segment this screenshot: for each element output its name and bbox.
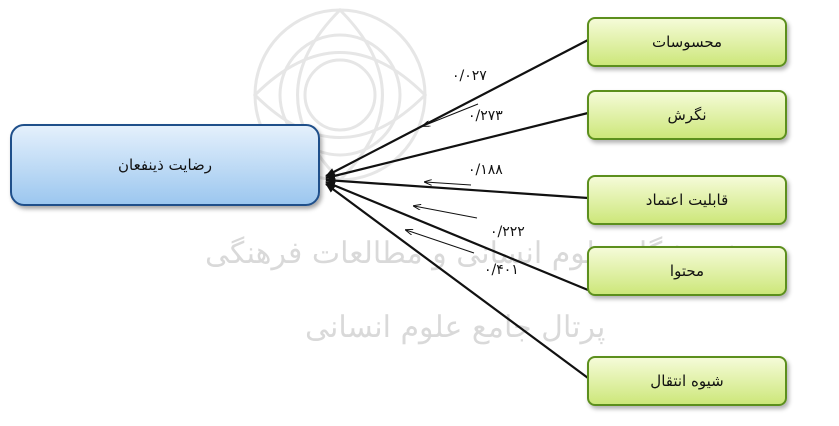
source-node-label: شیوه انتقال xyxy=(650,372,724,390)
path-arrow-delivery xyxy=(325,183,589,379)
source-node-content: محتوا xyxy=(587,246,787,296)
path-arrow-tangibles xyxy=(325,39,589,177)
source-node-tangibles: محسوسات xyxy=(587,17,787,67)
indicator-arrow-3 xyxy=(414,206,478,219)
source-node-label: محتوا xyxy=(669,262,705,280)
source-node-attitude: نگرش xyxy=(587,90,787,140)
target-node-label: رضایت ذینفعان xyxy=(118,156,213,174)
source-node-delivery: شیوه انتقال xyxy=(587,356,787,406)
path-arrow-attitude xyxy=(325,111,589,180)
target-node-stakeholder-satisfaction: رضایت ذینفعان xyxy=(10,124,320,206)
path-coefficient-delivery: ۰/۴۰۱ xyxy=(484,262,519,278)
path-coefficient-attitude: ۰/۲۷۳ xyxy=(468,108,503,124)
source-node-label: نگرش xyxy=(667,106,707,124)
indicator-arrow-2 xyxy=(425,182,472,186)
source-node-reliability: قابلیت اعتماد xyxy=(587,175,787,225)
path-coefficient-reliability: ۰/۱۸۸ xyxy=(468,162,503,178)
path-arrow-reliability xyxy=(325,176,589,200)
path-coefficient-content: ۰/۲۲۲ xyxy=(490,224,525,240)
source-node-label: محسوسات xyxy=(651,33,723,51)
indicator-arrow-4 xyxy=(406,230,475,254)
path-arrow-content xyxy=(325,180,589,292)
path-coefficient-tangibles: ۰/۰۲۷ xyxy=(452,68,487,84)
source-node-label: قابلیت اعتماد xyxy=(645,191,729,209)
indicator-arrow-1 xyxy=(423,103,479,126)
